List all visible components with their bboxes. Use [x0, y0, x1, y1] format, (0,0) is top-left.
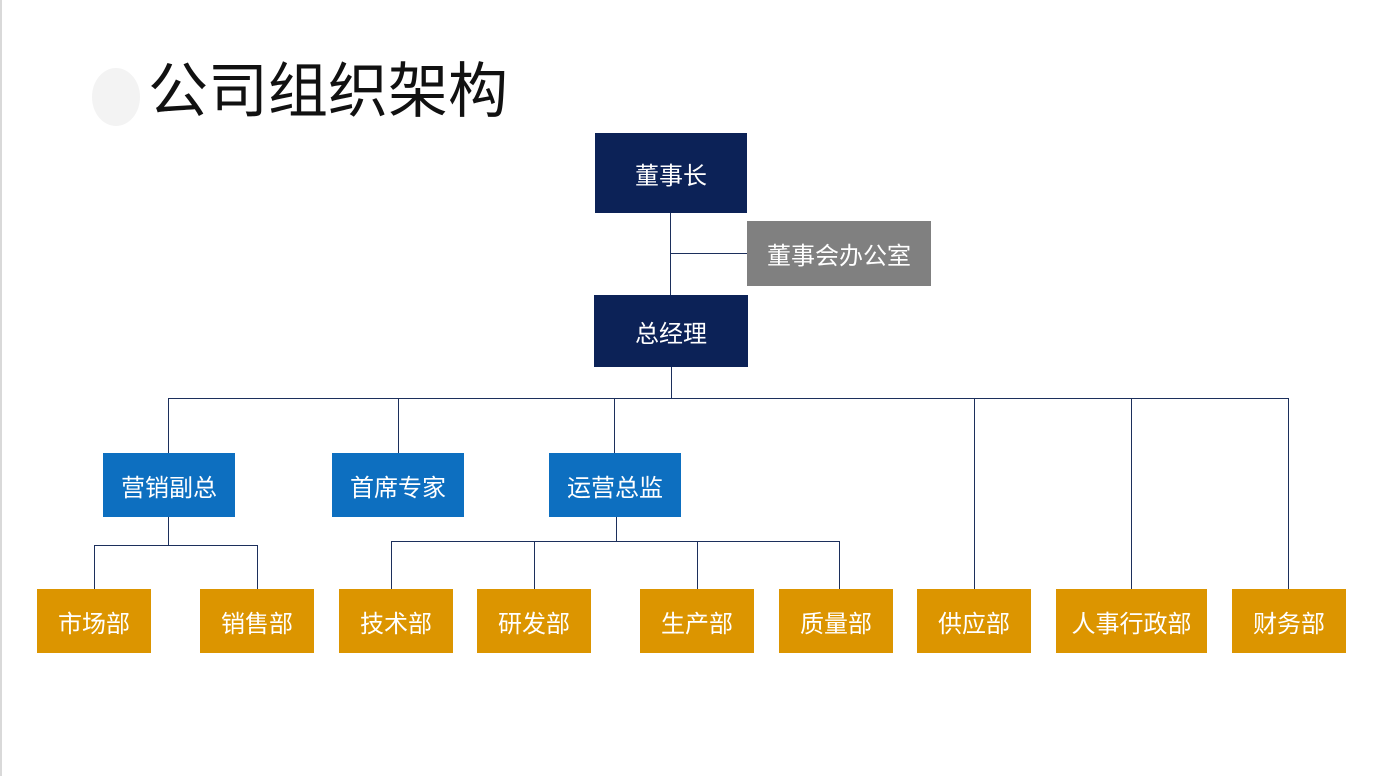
- title-decoration: [92, 68, 140, 126]
- node-operations-director: 运营总监: [549, 453, 681, 517]
- node-chief-expert-label: 首席专家: [350, 473, 446, 502]
- slide-left-border: [0, 0, 2, 776]
- node-dept-quality-label: 质量部: [800, 609, 872, 638]
- node-dept-technology: 技术部: [339, 589, 453, 653]
- node-dept-rnd: 研发部: [477, 589, 591, 653]
- node-dept-hr-admin: 人事行政部: [1056, 589, 1207, 653]
- node-dept-finance: 财务部: [1232, 589, 1346, 653]
- node-board-office: 董事会办公室: [747, 221, 931, 286]
- node-dept-supply: 供应部: [917, 589, 1031, 653]
- node-chairman: 董事长: [595, 133, 747, 213]
- node-marketing-vp-label: 营销副总: [121, 473, 217, 502]
- node-dept-market-label: 市场部: [58, 609, 130, 638]
- node-general-manager: 总经理: [594, 295, 748, 367]
- node-marketing-vp: 营销副总: [103, 453, 235, 517]
- node-general-manager-label: 总经理: [635, 319, 707, 348]
- node-dept-production: 生产部: [640, 589, 754, 653]
- node-dept-hr-admin-label: 人事行政部: [1071, 609, 1192, 638]
- node-dept-market: 市场部: [37, 589, 151, 653]
- node-board-office-label: 董事会办公室: [767, 242, 911, 270]
- node-operations-director-label: 运营总监: [567, 473, 663, 502]
- node-dept-technology-label: 技术部: [360, 609, 432, 638]
- node-dept-sales: 销售部: [200, 589, 314, 653]
- node-chief-expert: 首席专家: [332, 453, 464, 517]
- node-dept-sales-label: 销售部: [221, 609, 293, 638]
- node-dept-finance-label: 财务部: [1253, 609, 1325, 638]
- node-dept-rnd-label: 研发部: [498, 609, 570, 638]
- node-dept-quality: 质量部: [779, 589, 893, 653]
- node-dept-production-label: 生产部: [661, 609, 733, 638]
- node-dept-supply-label: 供应部: [938, 609, 1010, 638]
- slide-title: 公司组织架构: [148, 57, 508, 127]
- node-chairman-label: 董事长: [635, 161, 707, 190]
